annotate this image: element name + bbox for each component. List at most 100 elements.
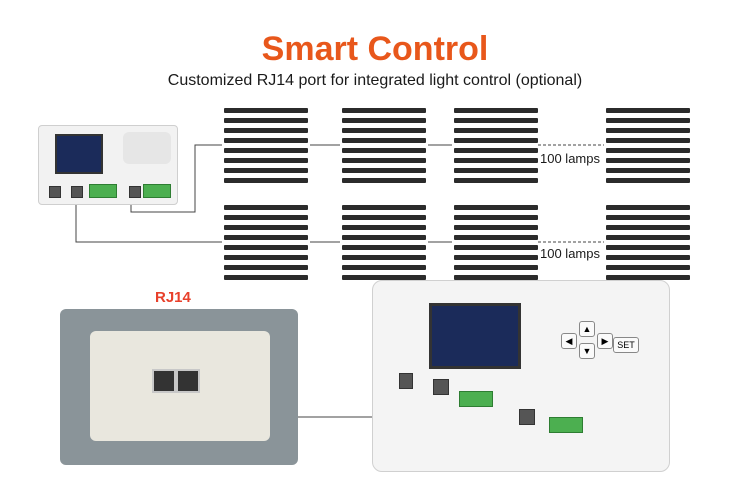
lamp-bar: [342, 138, 426, 143]
lamp-panel: [342, 205, 426, 281]
lamp-bar: [454, 108, 538, 113]
terminal-block: [459, 391, 493, 407]
page-title: Smart Control: [261, 30, 489, 68]
right-arrow-button: ▶: [597, 333, 613, 349]
lamp-bar: [606, 225, 690, 230]
lamp-bar: [224, 275, 308, 280]
lamp-bar: [342, 205, 426, 210]
lamp-bar: [342, 178, 426, 183]
lamp-bar: [606, 178, 690, 183]
lamp-bar: [606, 138, 690, 143]
lamp-bar: [606, 215, 690, 220]
left-arrow-button: ◀: [561, 333, 577, 349]
lamp-bar: [454, 138, 538, 143]
lamp-bar: [224, 158, 308, 163]
lamp-bar: [342, 215, 426, 220]
power-port: [399, 373, 413, 389]
controller-device-photo: ◀ ▲ ▼ ▶ SET: [372, 280, 670, 472]
lamp-panel: [224, 108, 308, 184]
lamp-bar: [224, 168, 308, 173]
lamp-bar: [454, 178, 538, 183]
rj14-jack: [152, 369, 176, 393]
lamp-bar: [224, 235, 308, 240]
controller-screen: [55, 134, 103, 174]
lamp-bar: [606, 205, 690, 210]
lamp-bar: [342, 225, 426, 230]
rj14-port: [433, 379, 449, 395]
lamp-bar: [454, 215, 538, 220]
controller-diagram-small: [38, 125, 178, 205]
lamp-bar: [342, 275, 426, 280]
terminal-block: [143, 184, 171, 198]
power-port: [49, 186, 61, 198]
lamp-bar: [606, 158, 690, 163]
lamp-bar: [342, 118, 426, 123]
lamp-bar: [454, 205, 538, 210]
controller-keypad: [123, 132, 171, 164]
lamp-bar: [342, 265, 426, 270]
rj14-port: [129, 186, 141, 198]
lamp-bar: [454, 118, 538, 123]
lamp-bar: [342, 158, 426, 163]
lamp-bar: [224, 138, 308, 143]
lamp-count-label: 100 lamps: [540, 151, 600, 166]
lamp-bar: [606, 118, 690, 123]
rj14-label: RJ14: [155, 289, 191, 306]
lamp-bar: [606, 235, 690, 240]
rj14-port-photo: [60, 309, 298, 465]
lamp-bar: [454, 245, 538, 250]
lamp-bar: [224, 255, 308, 260]
down-arrow-button: ▼: [579, 343, 595, 359]
lamp-panel: [224, 205, 308, 281]
lamp-count-label: 100 lamps: [540, 246, 600, 261]
lamp-bar: [606, 245, 690, 250]
lamp-bar: [342, 128, 426, 133]
lamp-bar: [454, 158, 538, 163]
lamp-bar: [454, 275, 538, 280]
rj14-port: [519, 409, 535, 425]
lamp-panel: [454, 205, 538, 281]
lamp-bar: [342, 108, 426, 113]
lamp-bar: [224, 118, 308, 123]
lamp-bar: [454, 128, 538, 133]
lamp-bar: [606, 255, 690, 260]
lamp-panel: [454, 108, 538, 184]
lamp-bar: [454, 225, 538, 230]
lamp-bar: [606, 108, 690, 113]
lamp-bar: [606, 128, 690, 133]
page-subtitle: Customized RJ14 port for integrated ligh…: [167, 72, 583, 89]
lamp-bar: [454, 168, 538, 173]
lamp-bar: [224, 148, 308, 153]
lamp-bar: [224, 265, 308, 270]
lamp-bar: [342, 235, 426, 240]
up-arrow-button: ▲: [579, 321, 595, 337]
lamp-bar: [454, 235, 538, 240]
lamp-panel: [342, 108, 426, 184]
lamp-bar: [606, 168, 690, 173]
lamp-bar: [224, 178, 308, 183]
lamp-panel: [606, 205, 690, 281]
terminal-block: [549, 417, 583, 433]
lamp-bar: [606, 265, 690, 270]
lamp-bar: [224, 205, 308, 210]
lamp-bar: [224, 245, 308, 250]
lamp-bar: [454, 255, 538, 260]
lamp-bar: [342, 168, 426, 173]
lamp-bar: [454, 148, 538, 153]
lamp-bar: [224, 128, 308, 133]
lamp-bar: [342, 255, 426, 260]
lamp-bar: [606, 148, 690, 153]
rj14-jack: [176, 369, 200, 393]
lamp-bar: [342, 245, 426, 250]
terminal-block: [89, 184, 117, 198]
lamp-bar: [454, 265, 538, 270]
lamp-bar: [224, 108, 308, 113]
lamp-bar: [342, 148, 426, 153]
lamp-bar: [606, 275, 690, 280]
lamp-bar: [224, 215, 308, 220]
controller-screen: [429, 303, 521, 369]
rj14-port: [71, 186, 83, 198]
lamp-panel: [606, 108, 690, 184]
lamp-bar: [224, 225, 308, 230]
set-button: SET: [613, 337, 639, 353]
